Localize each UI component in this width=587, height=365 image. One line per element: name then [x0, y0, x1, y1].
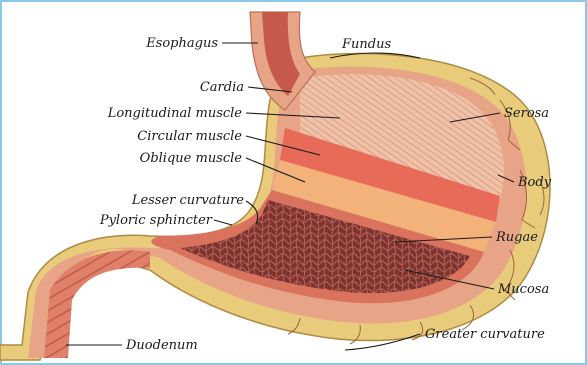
label-lesser-curvature: Lesser curvature — [131, 193, 244, 208]
label-cardia: Cardia — [200, 80, 244, 95]
label-greater-curvature: Greater curvature — [425, 327, 545, 342]
label-longitudinal-muscle: Longitudinal muscle — [107, 106, 243, 121]
label-esophagus: Esophagus — [145, 36, 218, 51]
label-body: Body — [517, 175, 552, 190]
label-pyloric-sphincter: Pyloric sphincter — [99, 213, 213, 228]
label-duodenum: Duodenum — [125, 338, 198, 353]
label-serosa: Serosa — [504, 106, 549, 121]
label-fundus: Fundus — [341, 37, 391, 52]
label-circular-muscle: Circular muscle — [137, 129, 242, 144]
label-oblique-muscle: Oblique muscle — [140, 151, 243, 166]
label-rugae: Rugae — [495, 230, 538, 245]
label-mucosa: Mucosa — [497, 282, 549, 297]
